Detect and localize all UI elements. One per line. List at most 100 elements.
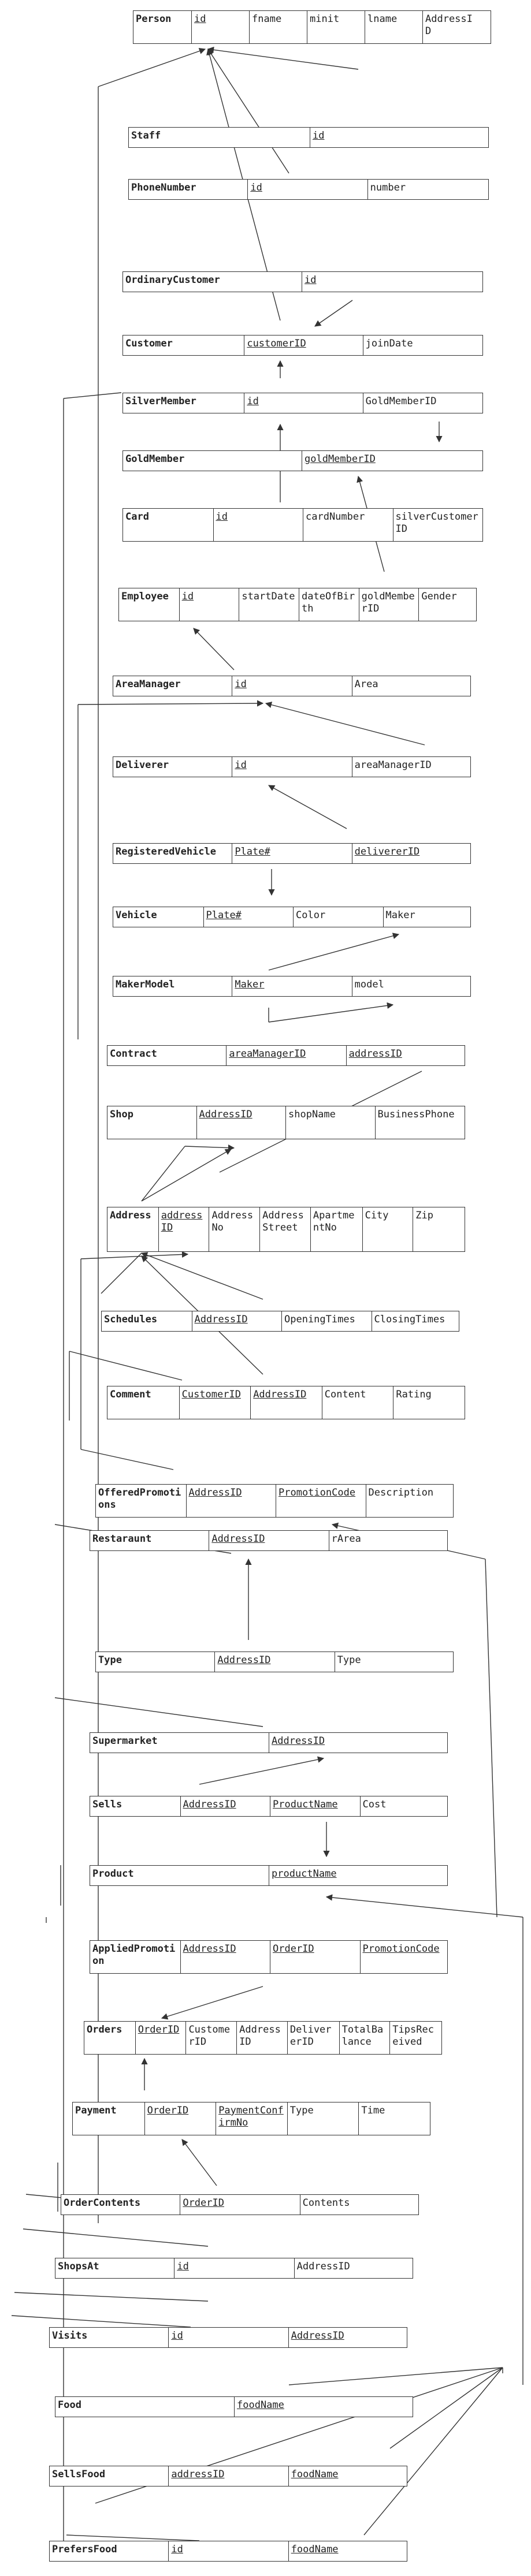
relationship-line bbox=[80, 1449, 174, 1470]
relationship-line bbox=[199, 1756, 325, 1785]
entity-title: PrefersFood bbox=[52, 2544, 117, 2555]
attribute-apartmentno: ApartmentNo bbox=[310, 1207, 362, 1251]
attribute-tipsreceived: TipsReceived bbox=[389, 2022, 441, 2054]
attribute-addressid: AddressID bbox=[294, 2258, 413, 2278]
attribute-addressno: AddressNo bbox=[209, 1207, 259, 1251]
attribute-areamanagerid: areaManagerID bbox=[351, 757, 470, 777]
entity-title: Orders bbox=[87, 2024, 122, 2036]
attribute-closingtimes: ClosingTimes bbox=[371, 1311, 459, 1331]
relationship-line bbox=[181, 2139, 217, 2186]
entity-title: Sells bbox=[92, 1799, 122, 1810]
entity-title: Payment bbox=[75, 2105, 117, 2116]
entity-title: Schedules bbox=[104, 1314, 158, 1325]
attribute-zip: Zip bbox=[413, 1207, 465, 1251]
attribute-goldmemberid: goldMemberID bbox=[302, 451, 482, 471]
attribute-foodname: foodName bbox=[288, 2466, 407, 2486]
attribute-id: id bbox=[247, 180, 367, 199]
entity-title: Supermarket bbox=[92, 1735, 158, 1747]
entity-title: AppliedPromotion bbox=[92, 1943, 176, 1967]
attribute-model: model bbox=[351, 976, 470, 996]
entity-title: Person bbox=[136, 13, 172, 25]
entity-title: Employee bbox=[121, 591, 169, 602]
relationship-line bbox=[66, 2534, 200, 2541]
relationship-line bbox=[101, 1252, 142, 1294]
entity-title: OfferedPromotions bbox=[98, 1487, 181, 1511]
attribute-plate-: Plate# bbox=[232, 844, 351, 863]
attribute-orderid: OrderID bbox=[144, 2102, 216, 2135]
attribute-productname: ProductName bbox=[270, 1796, 360, 1816]
entity-title: PhoneNumber bbox=[131, 182, 196, 193]
attribute-id: id bbox=[232, 757, 351, 777]
entity-title: Vehicle bbox=[116, 909, 157, 921]
attribute-type: Type bbox=[287, 2102, 359, 2135]
attribute-city: City bbox=[362, 1207, 413, 1251]
attribute-customerid: CustomerID bbox=[185, 2022, 236, 2054]
attribute-businessphone: BusinessPhone bbox=[374, 1106, 465, 1139]
attribute-orderid: OrderID bbox=[135, 2022, 186, 2054]
attribute-type: Type bbox=[334, 1652, 453, 1672]
attribute-id: id bbox=[232, 676, 351, 696]
attribute-customerid: CustomerID bbox=[179, 1386, 251, 1419]
attribute-id: id bbox=[309, 128, 488, 147]
attribute-delivererid: DelivererID bbox=[287, 2022, 339, 2054]
attribute-addressid: AddressID bbox=[422, 11, 480, 43]
attribute-shopname: shopName bbox=[285, 1106, 375, 1139]
entity-title: MakerModel bbox=[116, 979, 175, 990]
entity-title: RegisteredVehicle bbox=[116, 846, 216, 858]
relationship-line bbox=[207, 49, 289, 174]
relationship-line bbox=[98, 48, 206, 87]
attribute-addressid: addressID bbox=[346, 1046, 465, 1065]
entity-title: ShopsAt bbox=[58, 2261, 99, 2272]
entity-title: Product bbox=[92, 1868, 134, 1880]
attribute-dateofbirth: dateOfBirth bbox=[299, 588, 359, 621]
entity-title: GoldMember bbox=[125, 453, 185, 465]
entity-title: Visits bbox=[52, 2330, 88, 2342]
attribute-productname: productName bbox=[269, 1866, 447, 1885]
relationship-line bbox=[54, 1697, 263, 1727]
relationship-line bbox=[325, 1894, 523, 1918]
relationship-line bbox=[141, 1149, 232, 1202]
attribute-foodname: foodName bbox=[234, 2397, 413, 2417]
attribute-customerid: customerID bbox=[244, 335, 362, 355]
attribute-addressid: AddressID bbox=[191, 1311, 282, 1331]
attribute-addressid: AddressID bbox=[196, 1106, 286, 1139]
attribute-number: number bbox=[367, 180, 488, 199]
relationship-line bbox=[288, 2367, 503, 2385]
attribute-addressid: AddressID bbox=[185, 1485, 276, 1517]
attribute-cost: Cost bbox=[359, 1796, 448, 1816]
attribute-startdate: startDate bbox=[239, 588, 299, 621]
attribute-area: Area bbox=[351, 676, 470, 696]
entity-title: Staff bbox=[131, 130, 161, 141]
attribute-orderid: OrderID bbox=[180, 2195, 299, 2215]
attribute-cardnumber: cardNumber bbox=[303, 509, 393, 541]
relationship-line bbox=[268, 785, 347, 829]
relationship-line bbox=[63, 392, 122, 399]
attribute-addressid: AddressID bbox=[180, 1941, 270, 1973]
attribute-totalbalance: TotalBalance bbox=[339, 2022, 390, 2054]
relationship-line bbox=[23, 2228, 209, 2247]
relationship-line bbox=[161, 1986, 263, 2020]
attribute-minit: minit bbox=[307, 11, 365, 43]
